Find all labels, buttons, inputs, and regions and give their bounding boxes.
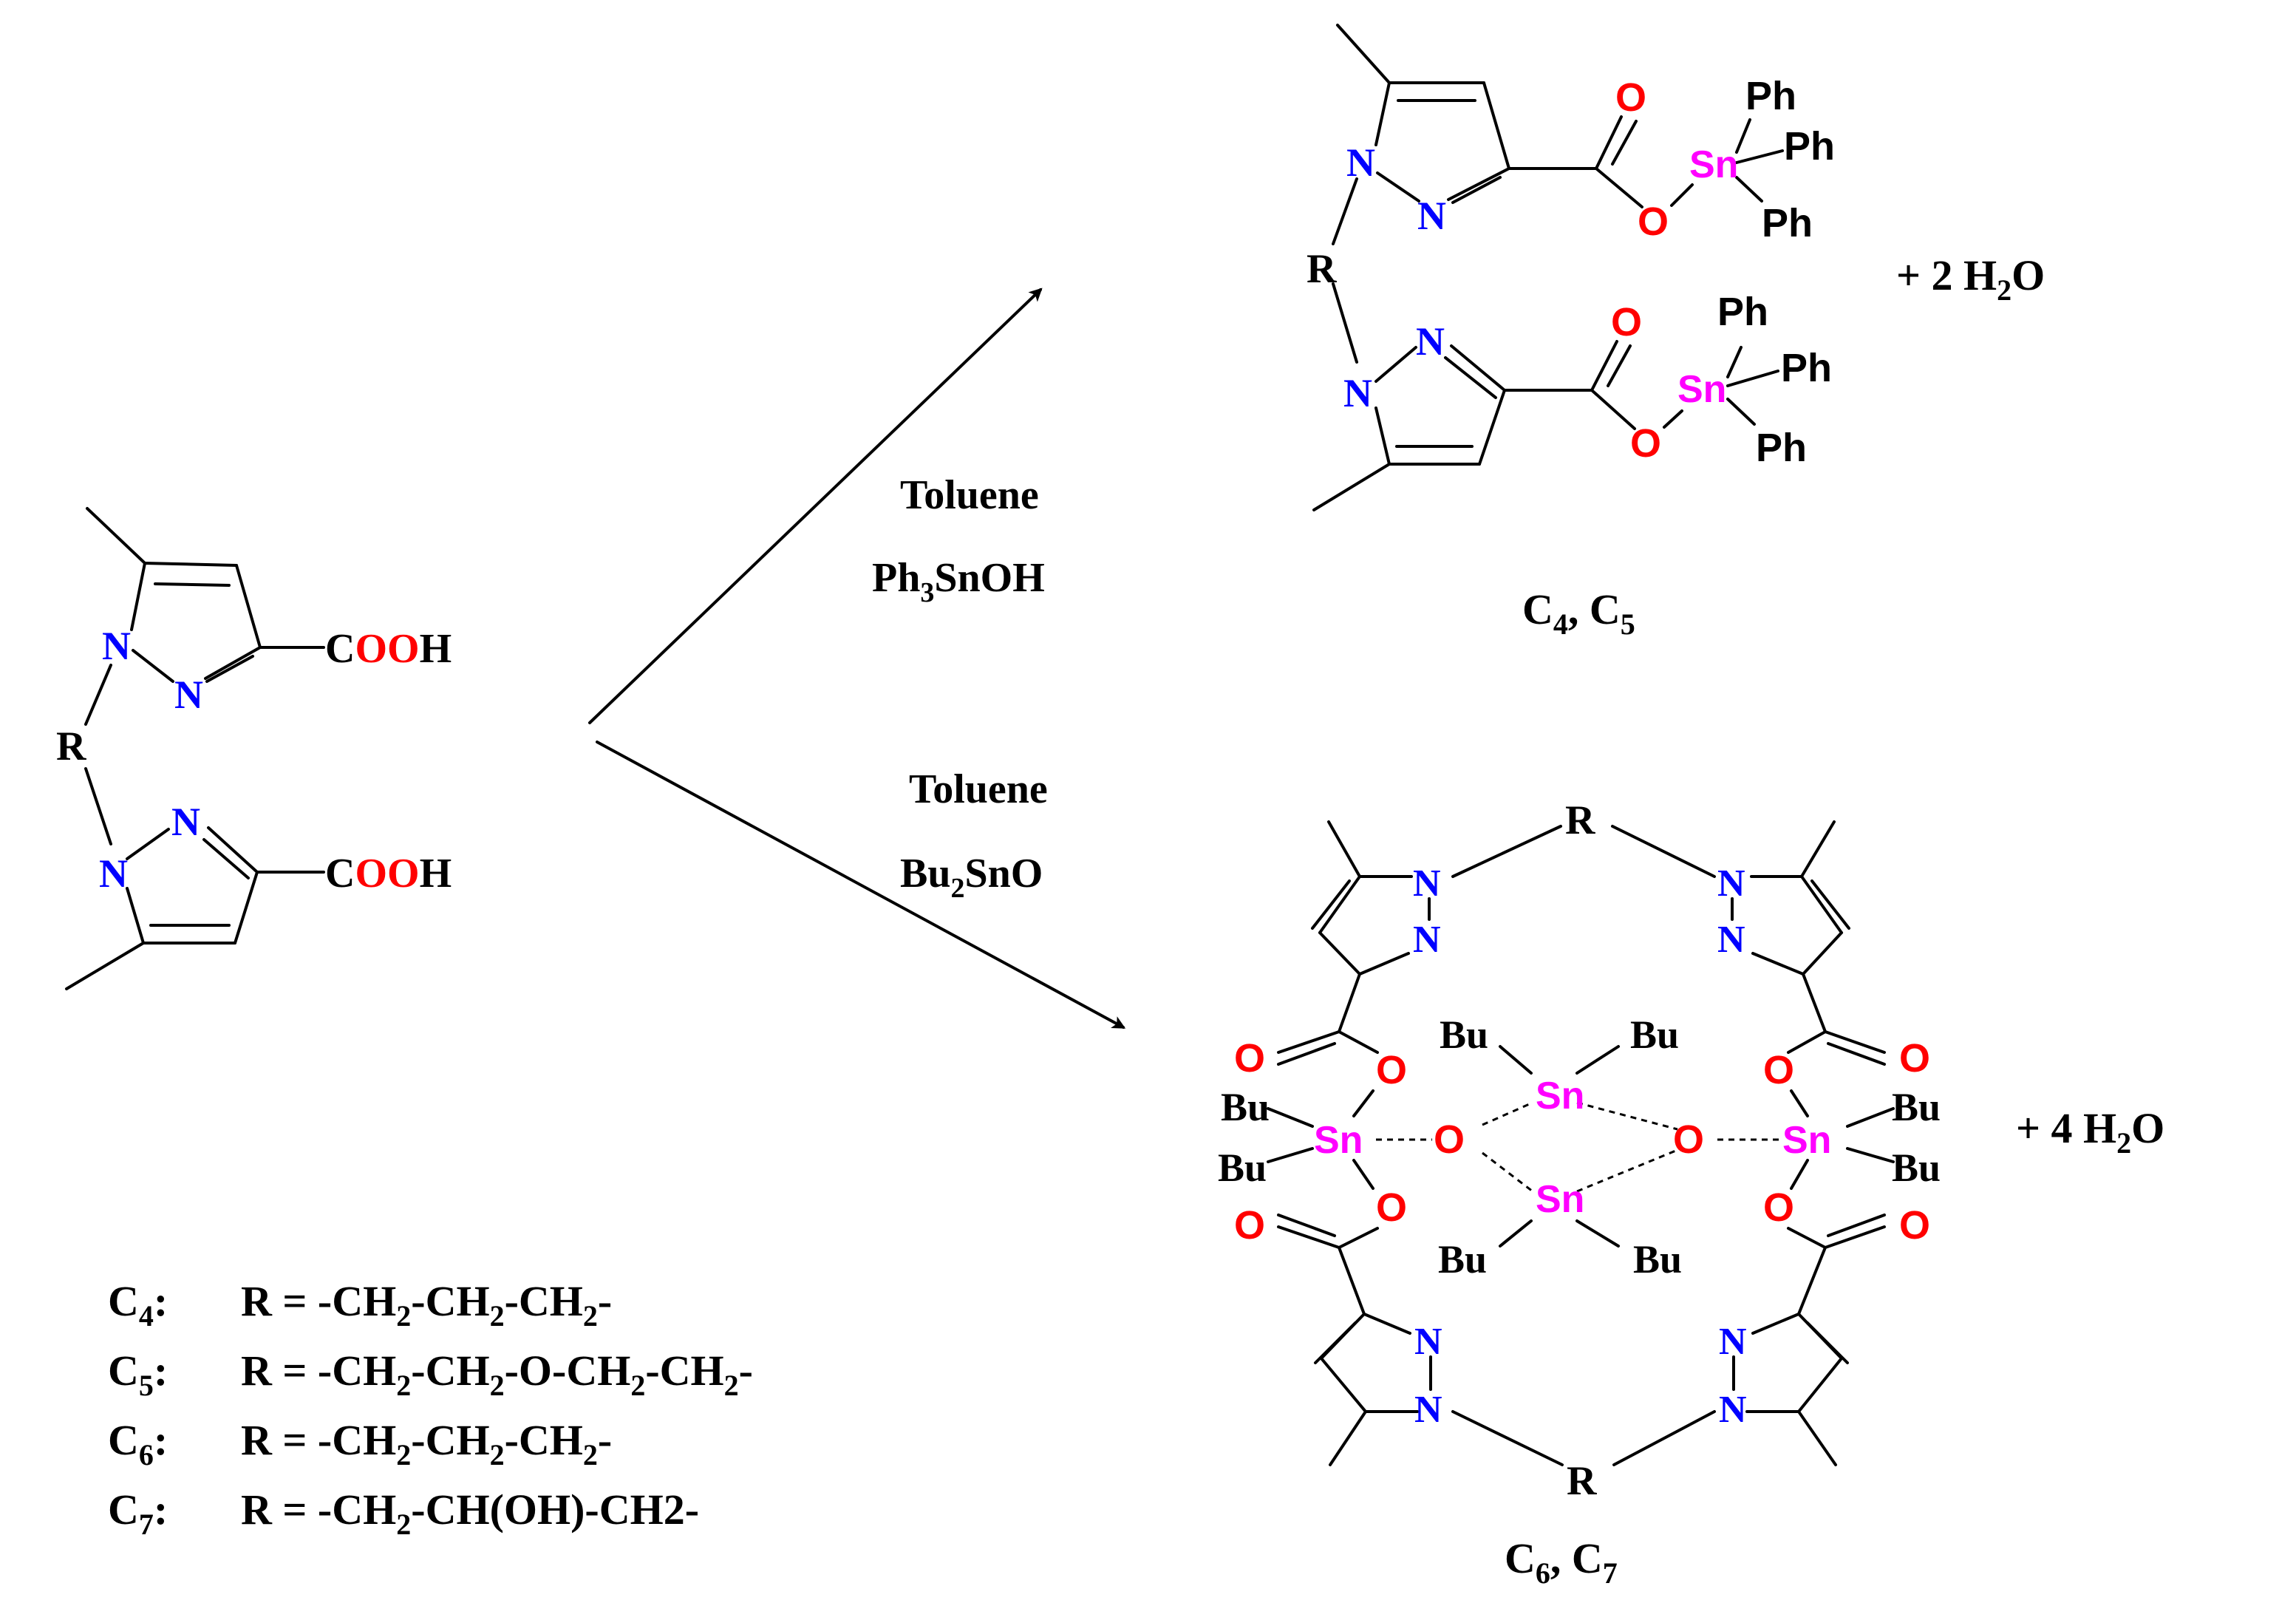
atom-sn: Sn <box>1677 368 1726 411</box>
butyl-label: Bu <box>1221 1085 1270 1129</box>
butyl-label: Bu <box>1218 1146 1267 1190</box>
reaction-arrow-top <box>588 287 1043 724</box>
atom-sn: Sn <box>1536 1178 1584 1221</box>
reagent-label: Bu2SnO <box>900 851 1043 904</box>
atom-o: O <box>1611 300 1642 344</box>
phenyl-label: Ph <box>1762 201 1813 245</box>
atom-o: O <box>1615 75 1646 120</box>
atom-sn: Sn <box>1536 1075 1584 1117</box>
solvent-label: Toluene <box>909 766 1048 812</box>
product-label: C6, C7 <box>1505 1534 1618 1590</box>
atom-o: O <box>1899 1203 1930 1248</box>
butyl-label: Bu <box>1633 1237 1682 1282</box>
phenyl-label: Ph <box>1745 74 1796 118</box>
atom-o: O <box>1234 1036 1265 1080</box>
atom-n: N <box>171 800 200 844</box>
butyl-label: Bu <box>1892 1085 1941 1129</box>
atom-sn: Sn <box>1689 143 1738 186</box>
atom-n: N <box>1717 862 1745 905</box>
atom-r: R <box>1307 246 1337 292</box>
atom-n: N <box>1343 371 1372 415</box>
atom-o: O <box>1763 1048 1794 1092</box>
carboxylic-acid-label: COOH <box>325 626 452 672</box>
starting-material: N N R N N COOH COOH <box>56 507 452 990</box>
reagent-label: Ph3SnOH <box>872 555 1045 608</box>
atom-n: N <box>1414 1389 1442 1431</box>
atom-sn: Sn <box>1314 1119 1363 1162</box>
atom-n: N <box>1417 194 1446 238</box>
atom-r: R <box>56 724 86 769</box>
atom-n: N <box>1719 1321 1747 1363</box>
atom-sn: Sn <box>1782 1119 1831 1162</box>
legend-formula: R = -CH2-CH(OH)-CH2- <box>241 1485 699 1541</box>
byproduct-water: + 4 H2O <box>2016 1104 2164 1160</box>
butyl-label: Bu <box>1630 1012 1679 1057</box>
atom-n: N <box>1416 319 1445 364</box>
atom-n: N <box>1346 140 1375 185</box>
product-label: C4, C5 <box>1522 585 1635 641</box>
legend-code: C6: <box>108 1416 168 1471</box>
butyl-label: Bu <box>1438 1237 1487 1282</box>
legend-formula: R = -CH2-CH2-O-CH2-CH2- <box>241 1347 753 1402</box>
phenyl-label: Ph <box>1784 124 1835 169</box>
atom-n: N <box>102 624 131 668</box>
atom-n: N <box>1717 919 1745 961</box>
atom-r: R <box>1567 1458 1597 1504</box>
atom-n: N <box>1413 862 1441 905</box>
butyl-label: Bu <box>1892 1146 1941 1190</box>
byproduct-water: + 2 H2O <box>1896 251 2045 307</box>
atom-n: N <box>1413 919 1441 961</box>
product-triphenyltin: N N R N N O O Sn Ph Ph Ph O O Sn Ph Ph P… <box>1307 24 2045 641</box>
atom-n: N <box>174 673 203 717</box>
atom-o: O <box>1234 1203 1265 1248</box>
atom-n: N <box>1414 1321 1442 1363</box>
phenyl-label: Ph <box>1756 426 1807 470</box>
atom-r: R <box>1565 797 1595 843</box>
atom-o: O <box>1376 1185 1407 1230</box>
solvent-label: Toluene <box>900 472 1039 518</box>
atom-o: O <box>1673 1117 1704 1162</box>
reaction-arrow-bottom <box>596 741 1126 1029</box>
atom-n: N <box>99 851 128 896</box>
phenyl-label: Ph <box>1717 290 1768 334</box>
legend-code: C7: <box>108 1485 168 1541</box>
legend-code: C5: <box>108 1347 168 1402</box>
atom-o: O <box>1630 421 1661 466</box>
phenyl-label: Ph <box>1781 346 1832 390</box>
legend-code: C4: <box>108 1277 168 1333</box>
atom-o: O <box>1899 1036 1930 1080</box>
atom-o: O <box>1763 1185 1794 1230</box>
atom-o: O <box>1434 1117 1465 1162</box>
legend-formula: R = -CH2-CH2-CH2- <box>241 1277 612 1333</box>
atom-n: N <box>1719 1389 1747 1431</box>
product-dibutyltin-macrocycle: R <box>1218 797 2164 1590</box>
butyl-label: Bu <box>1440 1012 1488 1057</box>
atom-o: O <box>1638 200 1669 244</box>
substituent-legend: C4: R = -CH2-CH2-CH2- C5: R = -CH2-CH2-O… <box>108 1277 753 1541</box>
atom-o: O <box>1376 1048 1407 1092</box>
legend-formula: R = -CH2-CH2-CH2- <box>241 1416 612 1471</box>
carboxylic-acid-label: COOH <box>325 851 452 896</box>
